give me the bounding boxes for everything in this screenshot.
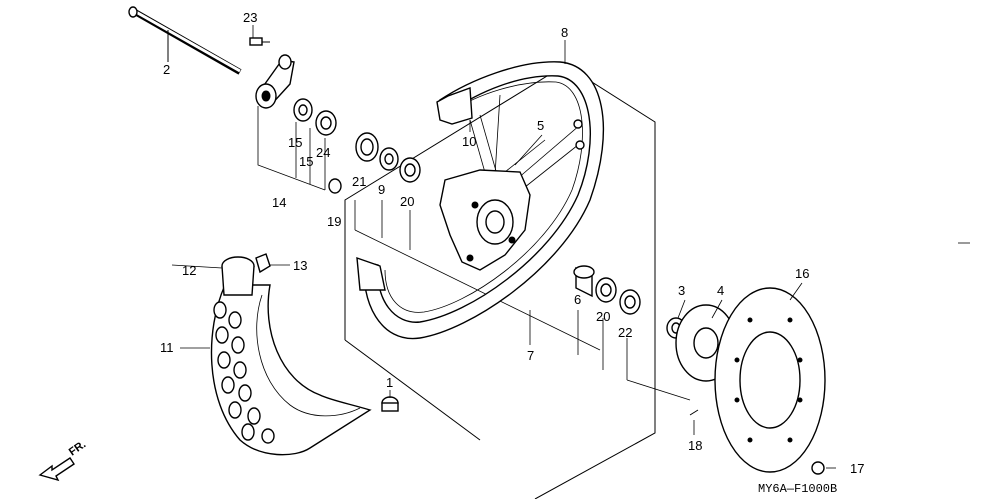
tire-tread-blocks	[213, 301, 275, 444]
callout-21: 21	[352, 174, 366, 189]
valve-cap-1	[381, 396, 399, 412]
callout-23: 23	[243, 10, 257, 25]
callout-bracket-14	[257, 106, 326, 191]
callout-15a: 15	[288, 135, 302, 150]
callout-20b: 20	[596, 309, 610, 324]
wheel-assembly-box	[344, 64, 656, 499]
retainer-24	[315, 110, 337, 136]
tube-valve	[221, 253, 271, 296]
bearing-20-left	[399, 157, 421, 183]
wheel-hub	[439, 169, 531, 271]
brake-disc	[714, 287, 826, 473]
callout-20a: 20	[400, 194, 414, 209]
wheel-rim	[356, 61, 605, 340]
direction-label: FR.	[67, 438, 88, 458]
callout-9: 9	[378, 182, 385, 197]
seal-22	[619, 289, 641, 315]
callout-16: 16	[795, 266, 809, 281]
callout-1: 1	[386, 375, 393, 390]
callout-12: 12	[182, 263, 196, 278]
callout-3: 3	[678, 283, 685, 298]
callout-4: 4	[717, 283, 724, 298]
callout-leaders	[171, 25, 836, 469]
distance-collar-6	[573, 265, 595, 298]
front-axle	[128, 6, 242, 75]
bolt-23	[249, 37, 270, 46]
speedometer-gearbox	[255, 54, 295, 109]
callout-8: 8	[561, 25, 568, 40]
callout-17: 17	[850, 461, 864, 476]
callout-2: 2	[163, 62, 170, 77]
callout-5: 5	[537, 118, 544, 133]
callout-7: 7	[527, 348, 534, 363]
callout-19: 19	[327, 214, 341, 229]
callout-11: 11	[160, 340, 174, 355]
spokes	[469, 94, 585, 196]
callout-15b: 15	[299, 154, 313, 169]
callout-24: 24	[316, 145, 330, 160]
front-direction-arrow: FR.	[38, 438, 88, 482]
callout-22: 22	[618, 325, 632, 340]
bearing-20-right	[595, 277, 617, 303]
callout-6: 6	[574, 292, 581, 307]
bolt-18	[689, 409, 699, 416]
bolt-17	[811, 461, 825, 475]
callout-lines-6-20-22	[577, 310, 691, 401]
seal-21	[355, 132, 379, 162]
tire	[210, 284, 372, 456]
callout-14: 14	[272, 195, 286, 210]
callout-labels: 1 2 3 4 5 6 7 8 9 10 11 12 13 14 15 15 1…	[160, 10, 864, 476]
collar-19	[328, 178, 342, 194]
callout-18: 18	[688, 438, 702, 453]
callout-10: 10	[462, 134, 476, 149]
callout-13: 13	[293, 258, 307, 273]
bearing-9	[379, 147, 399, 171]
seal-15	[293, 98, 313, 122]
diagram-code: MY6A—F1000B	[758, 482, 837, 496]
